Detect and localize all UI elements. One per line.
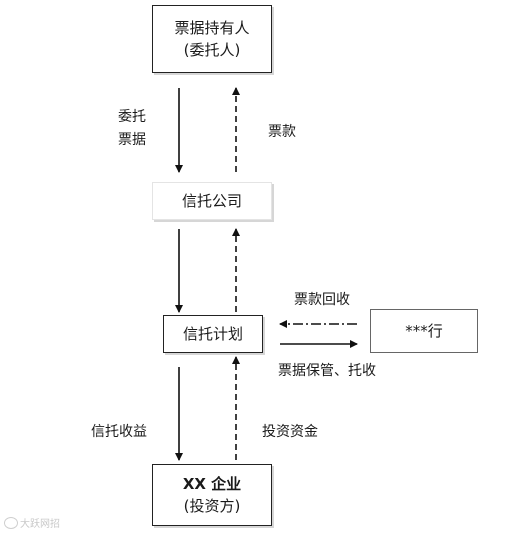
watermark: 大跃网招 — [4, 515, 60, 530]
label-entrust-line2: 票据 — [118, 132, 146, 148]
label-entrust-bills: 委托 票据 — [118, 106, 146, 152]
node-bank-label: ***行 — [405, 322, 443, 340]
weibo-icon — [4, 516, 18, 529]
node-trust-plan-label: 信托计划 — [182, 325, 243, 343]
label-payment: 票款 — [268, 124, 296, 140]
node-trust-company-label: 信托公司 — [181, 192, 242, 210]
node-enterprise: XX 企业 (投资方) — [152, 464, 272, 526]
node-bill-holder-title: 票据持有人 — [174, 19, 250, 37]
node-enterprise-subtitle: (投资方) — [183, 497, 241, 515]
label-trust-income: 信托收益 — [91, 424, 147, 440]
node-enterprise-title: XX 企业 — [182, 475, 242, 493]
node-bill-holder: 票据持有人 (委托人) — [152, 5, 272, 73]
label-payment-recovery: 票款回收 — [294, 292, 350, 308]
node-trust-plan: 信托计划 — [163, 315, 263, 353]
node-trust-company: 信托公司 — [152, 182, 272, 220]
node-bank: ***行 — [370, 309, 478, 353]
label-investment-funds: 投资资金 — [262, 424, 318, 440]
node-bill-holder-subtitle: (委托人) — [183, 41, 241, 59]
label-entrust-line1: 委托 — [118, 109, 146, 125]
label-custody-collection: 票据保管、托收 — [278, 363, 376, 379]
watermark-text: 大跃网招 — [20, 519, 60, 530]
